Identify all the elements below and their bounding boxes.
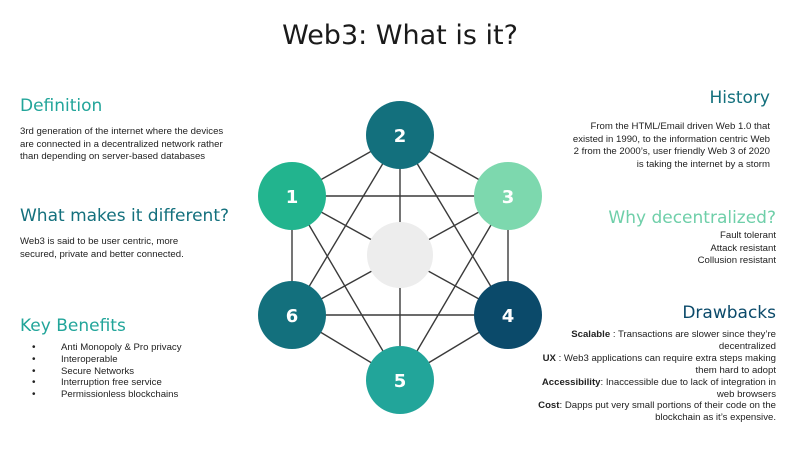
- network-edge: [399, 195, 509, 381]
- drawback-text: Web3 applications can require extra step…: [563, 352, 776, 376]
- node-circle-1: [258, 162, 326, 230]
- definition-heading: Definition: [20, 96, 103, 116]
- benefits-list: Anti Monopoly & Pro privacy Interoperabl…: [20, 342, 250, 401]
- drawback-term: Cost: [538, 400, 560, 412]
- network-edge: [291, 195, 401, 381]
- node-circle-4: [474, 281, 542, 349]
- node-label-3: 3: [502, 187, 515, 208]
- benefit-item: Permissionless blockchains: [20, 389, 250, 401]
- node-label-1: 1: [286, 187, 299, 208]
- history-heading: History: [709, 88, 770, 108]
- drawbacks-heading: Drawbacks: [682, 303, 776, 323]
- drawback-sep: :: [600, 376, 606, 388]
- node-circle-2: [366, 101, 434, 169]
- center-node: [367, 222, 433, 288]
- node-label-4: 4: [502, 306, 515, 327]
- page-title: Web3: What is it?: [282, 20, 518, 51]
- node-label-2: 2: [394, 126, 407, 147]
- drawback-text: Dapps put very small portions of their c…: [564, 400, 776, 424]
- drawbacks-list: Scalable : Transactions are slower since…: [531, 329, 776, 424]
- drawback-sep: :: [559, 400, 565, 412]
- history-text: From the HTML/Email driven Web 1.0 that …: [572, 121, 770, 170]
- why-item: Fault tolerant: [720, 230, 776, 241]
- drawback-text: Transactions are slower since they’re de…: [617, 329, 776, 352]
- network-edge: [291, 134, 401, 316]
- drawback-item: Accessibility: Inaccessible due to lack …: [531, 377, 776, 401]
- drawback-item: Scalable : Transactions are slower since…: [531, 329, 776, 353]
- drawback-sep: :: [555, 352, 564, 364]
- node-label-6: 6: [286, 306, 299, 327]
- benefit-item: Interoperable: [20, 354, 250, 366]
- different-text: Web3 is said to be user centric, more se…: [20, 236, 184, 260]
- drawback-text: Inaccessible due to lack of integration …: [605, 376, 776, 400]
- drawback-item: UX : Web3 applications can require extra…: [531, 353, 776, 377]
- drawback-term: UX: [542, 352, 556, 364]
- node-circle-3: [474, 162, 542, 230]
- node-circle-6: [258, 281, 326, 349]
- node-circle-5: [366, 346, 434, 414]
- definition-text: 3rd generation of the internet where the…: [20, 126, 224, 163]
- why-list: Fault tolerant Attack resistant Collusio…: [616, 230, 776, 268]
- node-label-5: 5: [394, 371, 407, 392]
- drawback-term: Scalable: [571, 329, 611, 340]
- benefit-item: Anti Monopoly & Pro privacy: [20, 342, 250, 354]
- network-nodes: 1 2 3 4 5 6: [258, 101, 542, 414]
- drawback-term: Accessibility: [541, 376, 601, 388]
- drawback-item: Cost: Dapps put very small portions of t…: [531, 400, 776, 424]
- drawback-sep: :: [610, 329, 618, 340]
- why-item: Attack resistant: [710, 242, 776, 254]
- benefits-heading: Key Benefits: [20, 316, 126, 336]
- different-heading: What makes it different?: [20, 206, 230, 226]
- why-item: Collusion resistant: [697, 255, 776, 267]
- benefit-item: Interruption free service: [20, 377, 250, 389]
- why-heading: Why decentralized?: [608, 208, 776, 228]
- benefit-item: Secure Networks: [20, 366, 250, 378]
